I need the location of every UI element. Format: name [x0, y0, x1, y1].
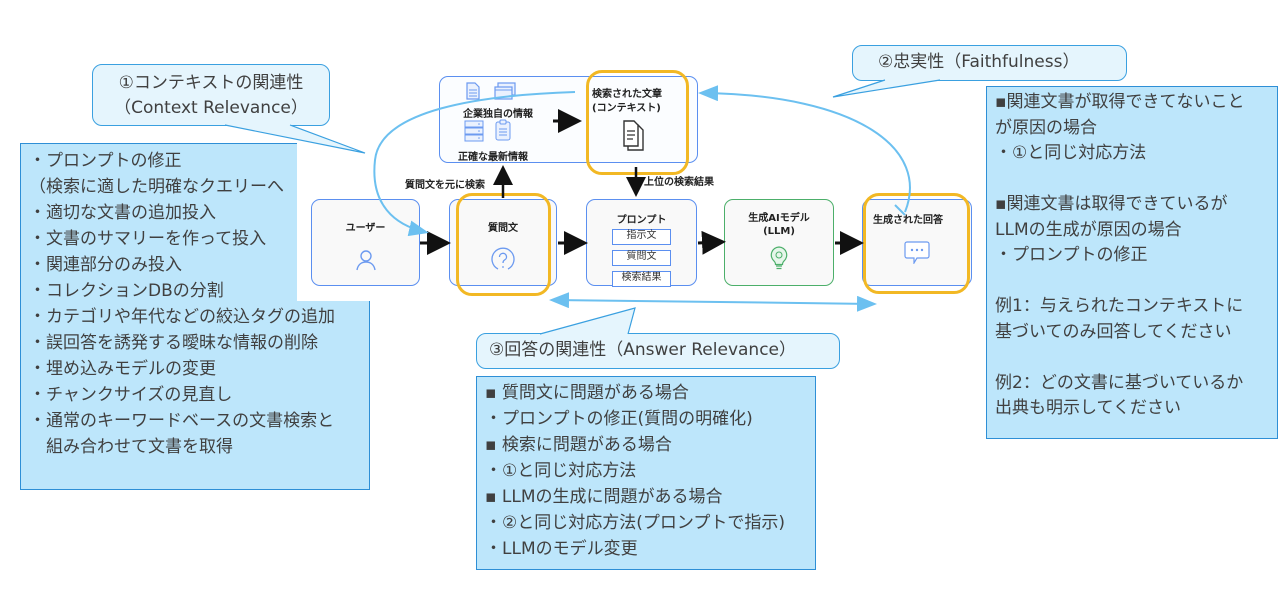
user-icon — [312, 249, 419, 274]
remedy-item: ・埋め込みモデルの変更 — [29, 359, 216, 379]
remedy-item: ・LLMのモデル変更 — [485, 539, 638, 559]
faithfulness-callout-pointer — [832, 79, 941, 98]
retrieved-docs-highlight — [586, 70, 689, 175]
answer-relevance-arrow-left — [549, 292, 721, 309]
llm-line1: 生成AIモデル — [748, 213, 810, 224]
remedy-item: ▪関連文書が取得できてないこと — [995, 92, 1245, 112]
callout-subtitle: （Context Relevance） — [114, 98, 308, 118]
remedy-item: ・誤回答を誘発する曖昧な情報の削除 — [29, 333, 318, 353]
remedy-item: ・適切な文書の追加投入 — [29, 203, 216, 223]
answer-relevance-callout-pointer — [539, 307, 636, 335]
context-relevance-callout-pointer — [224, 124, 366, 154]
arrow-prompt-to-llm — [697, 230, 726, 255]
remedy-item: ▪ 検索に問題がある場合 — [485, 435, 672, 455]
retrieved-document-icon — [622, 120, 646, 152]
remedy-item: （検索に適した明確なクエリーへ — [29, 177, 284, 197]
prompt-tag-instruction: 指示文 — [612, 229, 671, 245]
remedy-item: ・①と同じ対応方法 — [485, 461, 637, 481]
context-relevance-callout: ①コンテキストの関連性 （Context Relevance） — [92, 64, 330, 126]
callout-title: ③回答の関連性（Answer Relevance） — [489, 340, 797, 360]
remedy-item: 例2：どの文書に基づいているか — [995, 372, 1244, 393]
remedy-item: ▪関連文書は取得できているが — [995, 194, 1228, 214]
remedy-item: 組み合わせて文書を取得 — [29, 437, 233, 457]
lightbulb-icon — [725, 246, 833, 275]
faithfulness-callout: ②忠実性（Faithfulness） — [852, 45, 1127, 81]
remedy-item: ・プロンプトの修正(質問の明確化) — [485, 409, 753, 429]
faithfulness-arc — [698, 85, 911, 213]
retrieved-docs-title: 検索された文章 (コンテキスト) — [592, 88, 662, 116]
remedy-item: ・②と同じ対応方法(プロンプトで指示) — [485, 513, 785, 533]
database-icon — [464, 120, 484, 142]
remedy-item: ▪ LLMの生成に問題がある場合 — [485, 487, 723, 507]
remedy-item: が原因の場合 — [995, 117, 1097, 138]
prompt-label: プロンプト — [616, 215, 667, 226]
answer-node: 生成された回答 — [862, 199, 972, 286]
prompt-tag-search-results: 検索結果 — [612, 271, 671, 287]
remedy-item: 基づいてのみ回答してください — [995, 321, 1232, 342]
remedy-item: ・プロンプトの修正 — [29, 151, 182, 171]
faithfulness-remedies-panel: ▪関連文書が取得できてないこと が原因の場合 ・①と同じ対応方法 ▪関連文書は取… — [986, 86, 1278, 439]
remedy-item: ・通常のキーワードベースの文書検索と — [29, 411, 335, 431]
remedy-item: ・コレクションDBの分割 — [29, 281, 224, 301]
llm-node: 生成AIモデル (LLM) — [724, 199, 834, 286]
proprietary-info-label: 企業独自の情報 — [463, 109, 533, 120]
llm-line2: (LLM) — [763, 226, 795, 237]
top-results-label: 上位の検索結果 — [644, 177, 714, 188]
llm-title: 生成AIモデル (LLM) — [725, 212, 833, 238]
retrieved-docs-line2: (コンテキスト) — [592, 103, 661, 114]
remedy-item: ・プロンプトの修正 — [995, 245, 1148, 265]
remedy-item: ・チャンクサイズの見直し — [29, 385, 233, 405]
faithfulness-arc-tail — [894, 204, 906, 216]
user-label: ユーザー — [345, 223, 386, 234]
remedy-item: ・カテゴリや年代などの絞込タグの追加 — [29, 307, 335, 327]
answer-relevance-remedies-panel: ▪ 質問文に問題がある場合 ・プロンプトの修正(質問の明確化) ▪ 検索に問題が… — [476, 376, 816, 570]
user-node: ユーザー — [311, 199, 420, 286]
question-label: 質問文 — [488, 223, 518, 234]
remedy-item: ▪ 質問文に問題がある場合 — [485, 383, 689, 403]
remedy-item: 出典も明示してください — [995, 398, 1181, 418]
context-relevance-arc — [373, 91, 576, 237]
retrieved-docs-line1: 検索された文章 — [592, 89, 662, 100]
callout-title: ②忠実性（Faithfulness） — [878, 52, 1080, 72]
document-icon — [466, 82, 480, 100]
search-by-question-label: 質問文を元に検索 — [405, 180, 485, 191]
remedy-item: ・関連部分のみ投入 — [29, 255, 182, 275]
remedy-item: ・文書のサマリーを作って投入 — [29, 229, 267, 249]
question-mark-icon — [450, 247, 556, 276]
knowledge-source-box — [439, 76, 698, 163]
prompt-node: プロンプト 指示文 質問文 検索結果 — [586, 199, 697, 287]
latest-info-label: 正確な最新情報 — [458, 152, 528, 163]
remedy-item: ・①と同じ対応方法 — [995, 143, 1147, 163]
callout-title: ①コンテキストの関連性 — [118, 73, 304, 93]
answer-highlight — [863, 193, 970, 294]
answer-relevance-callout: ③回答の関連性（Answer Relevance） — [476, 333, 840, 369]
question-node: 質問文 — [449, 199, 557, 286]
clipboard-icon — [495, 119, 511, 141]
answer-relevance-arrow-right — [719, 295, 877, 312]
remedy-item: 例1：与えられたコンテキストに — [995, 296, 1244, 316]
remedy-item: LLMの生成が原因の場合 — [995, 219, 1182, 240]
prompt-tag-question: 質問文 — [612, 250, 671, 266]
answer-label: 生成された回答 — [873, 215, 943, 226]
chat-bubble-icon — [863, 240, 971, 267]
